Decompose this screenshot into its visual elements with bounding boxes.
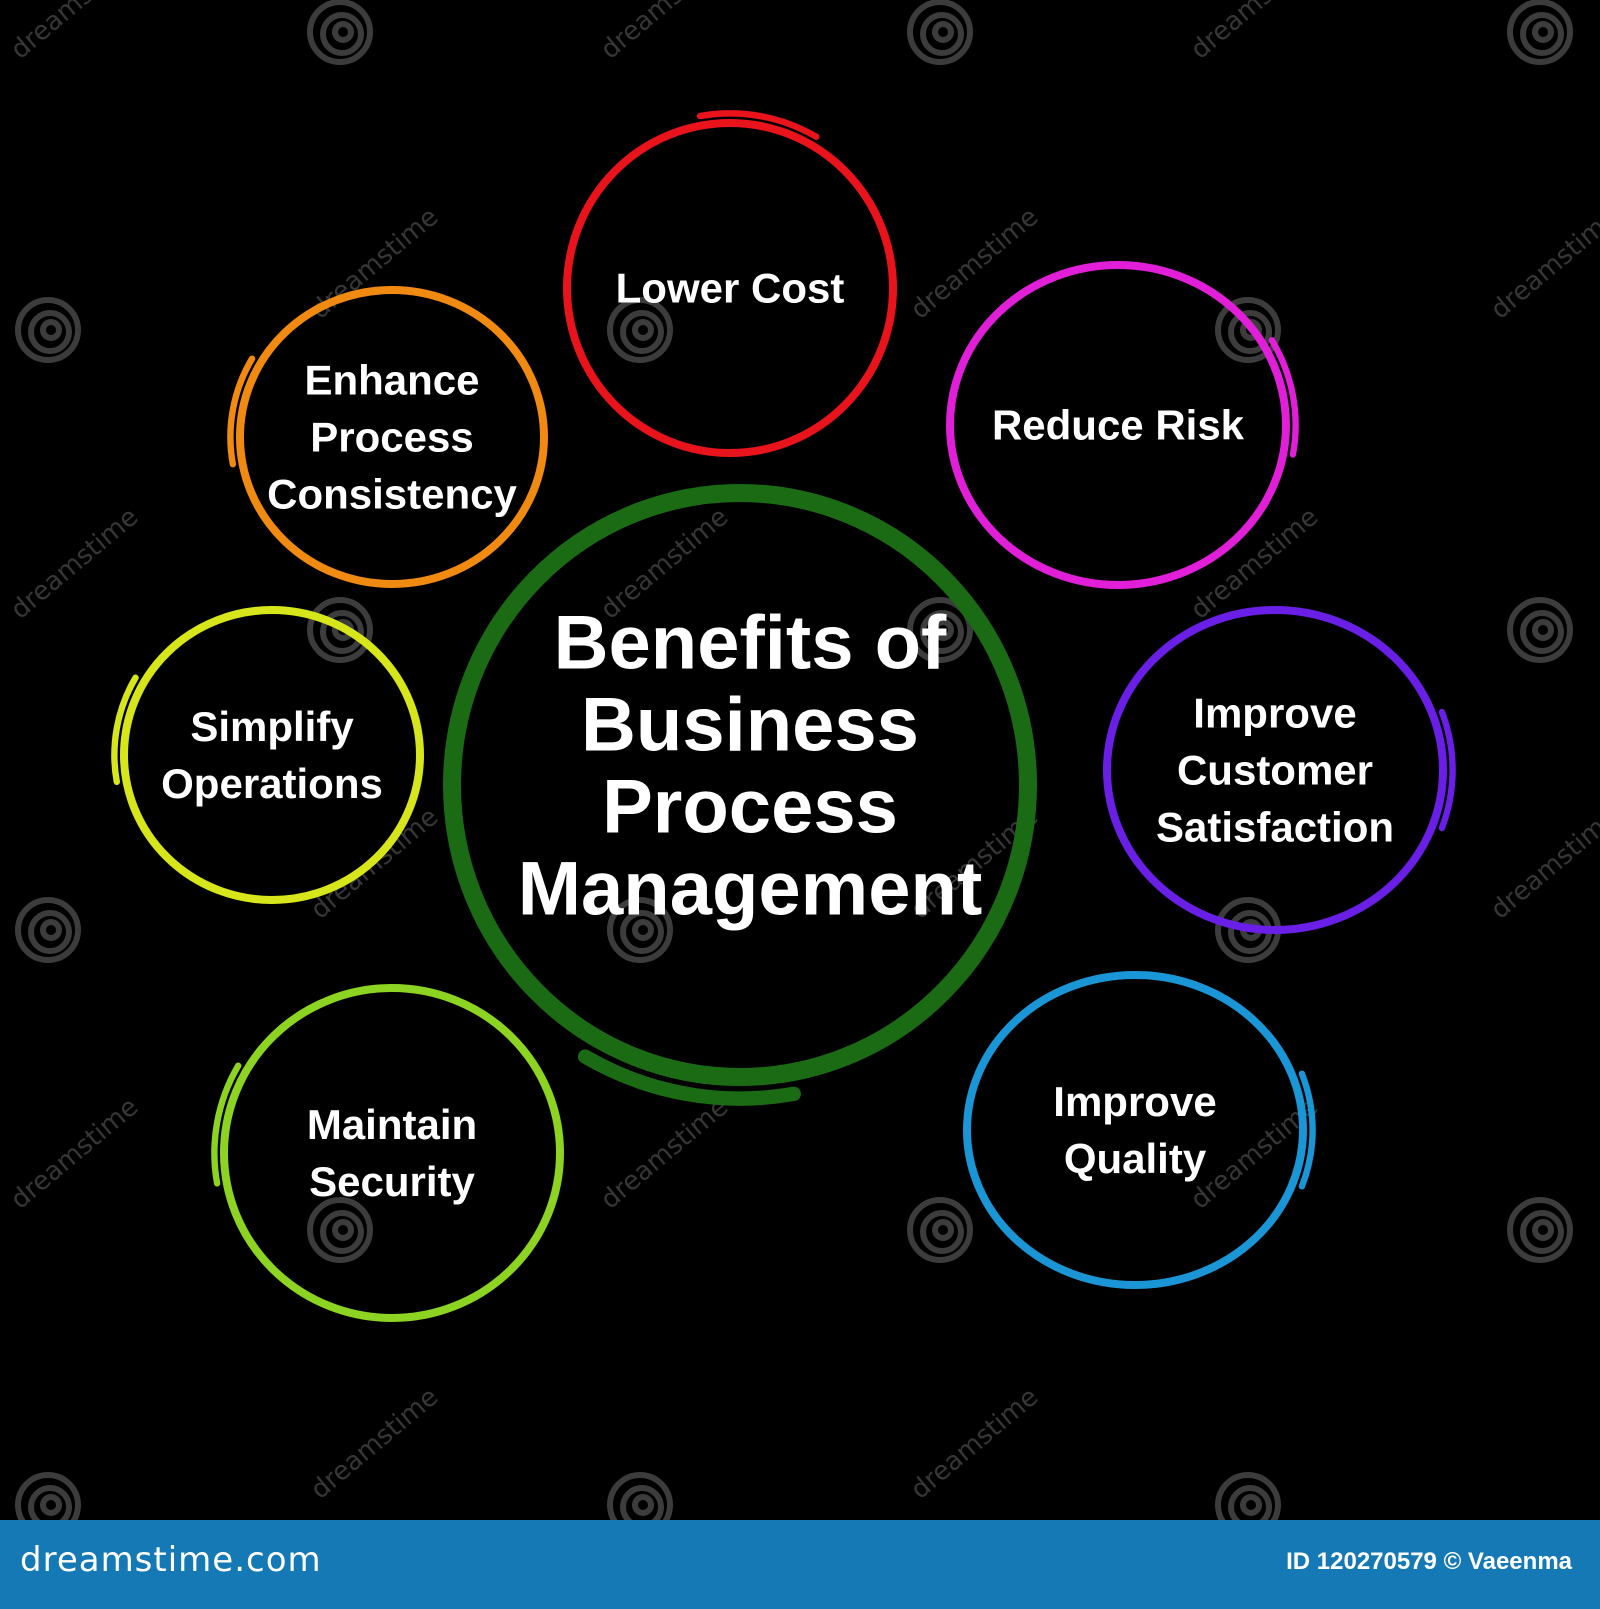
label-reduce-risk-line-1: Reduce Risk (992, 402, 1245, 449)
label-lower-cost-line-1: Lower Cost (616, 265, 845, 312)
watermark-text: dreamstime (5, 0, 144, 65)
ring-enhance-process-consistency-tail (227, 355, 256, 468)
ring-reduce-risk (946, 261, 1299, 589)
label-simplify-operations-line-2: Operations (161, 760, 383, 807)
ring-improve-quality-tail (1298, 1070, 1316, 1190)
watermark-text: dreamstime (905, 1382, 1044, 1505)
center-title-line-1: Benefits of (554, 601, 947, 686)
label-reduce-risk: Reduce Risk (992, 402, 1245, 449)
label-simplify-operations-line-1: Simplify (190, 703, 354, 750)
watermark-text: dreamstime (5, 502, 144, 625)
label-enhance-process-consistency-line-1: Enhance (304, 357, 479, 404)
watermark-spiral-icon (1507, 0, 1573, 65)
center-ring (443, 484, 1037, 1106)
center-title-line-4: Management (518, 847, 983, 932)
ring-simplify-operations (111, 606, 424, 904)
watermark-spiral-icon (607, 1472, 673, 1520)
watermark-spiral-icon (307, 1197, 373, 1263)
watermark-text: dreamstime (305, 1382, 444, 1505)
ring-layer (111, 110, 1456, 1322)
center-title-line-2: Business (581, 683, 919, 768)
center-ring-stroke (443, 484, 1037, 1086)
ring-simplify-operations-tail (111, 674, 139, 786)
ring-reduce-risk-tail (1268, 337, 1299, 458)
watermark-spiral-icon (1215, 1472, 1281, 1520)
label-maintain-security-line-2: Security (309, 1158, 475, 1205)
footer-image-credit: ID 120270579 © Vaeenma (1286, 1548, 1572, 1575)
label-enhance-process-consistency-line-3: Consistency (267, 471, 517, 518)
label-improve-quality-line-2: Quality (1064, 1135, 1207, 1182)
center-ring-tail (578, 1049, 801, 1106)
ring-simplify-operations-stroke (120, 606, 424, 904)
center-title-line-3: Process (602, 765, 898, 850)
ring-enhance-process-consistency-stroke (236, 286, 548, 588)
watermark-spiral-icon (907, 0, 973, 65)
label-improve-customer-satisfaction-line-2: Customer (1177, 747, 1373, 794)
watermark-text: dreamstime (595, 0, 734, 65)
diagram-svg: dreamstime dreamstime dreamstime dreamstime… (5, 0, 1600, 1520)
ring-maintain-security (211, 984, 564, 1322)
watermark-spiral-icon (1507, 597, 1573, 663)
watermark-text: dreamstime (1485, 202, 1600, 325)
ring-improve-quality (963, 971, 1316, 1289)
watermark-text: dreamstime (1185, 0, 1324, 65)
label-improve-customer-satisfaction-line-1: Improve (1193, 690, 1356, 737)
watermark-text: dreamstime (905, 202, 1044, 325)
ring-maintain-security-stroke (220, 984, 564, 1322)
watermark-spiral-icon (15, 297, 81, 363)
watermark-spiral-icon (15, 1472, 81, 1520)
footer-site-logo: dreamstime.com (20, 1540, 322, 1580)
footer-bar: dreamstime.com ID 120270579 © Vaeenma (0, 1520, 1600, 1609)
watermark-text: dreamstime (595, 1092, 734, 1215)
label-maintain-security-line-1: Maintain (307, 1101, 477, 1148)
label-improve-quality-line-1: Improve (1053, 1078, 1216, 1125)
watermark-spiral-icon (15, 897, 81, 963)
watermark-text: dreamstime (5, 1092, 144, 1215)
ring-enhance-process-consistency (227, 286, 548, 588)
ring-improve-quality-stroke (963, 971, 1307, 1289)
watermark-spiral-icon (607, 897, 673, 963)
watermark-spiral-icon (907, 1197, 973, 1263)
ring-reduce-risk-stroke (946, 261, 1290, 589)
ring-lower-cost (563, 110, 897, 457)
watermark-spiral-icon (607, 297, 673, 363)
label-lower-cost: Lower Cost (616, 265, 845, 312)
ring-improve-customer-satisfaction-stroke (1103, 606, 1447, 934)
label-enhance-process-consistency-line-2: Process (310, 414, 473, 461)
watermark-spiral-icon (1507, 1197, 1573, 1263)
watermark-text: dreamstime (1485, 802, 1600, 925)
ring-improve-customer-satisfaction-tail (1438, 708, 1456, 832)
label-improve-customer-satisfaction-line-3: Satisfaction (1156, 804, 1394, 851)
ring-maintain-security-tail (211, 1062, 242, 1187)
ring-lower-cost-stroke (563, 119, 897, 457)
diagram-canvas: dreamstime dreamstime dreamstime dreamstime… (5, 0, 1600, 1520)
ring-improve-customer-satisfaction (1103, 606, 1456, 934)
watermark-spiral-icon (307, 0, 373, 65)
watermark-spiral-icon (907, 597, 973, 663)
ring-lower-cost-tail (696, 110, 820, 140)
